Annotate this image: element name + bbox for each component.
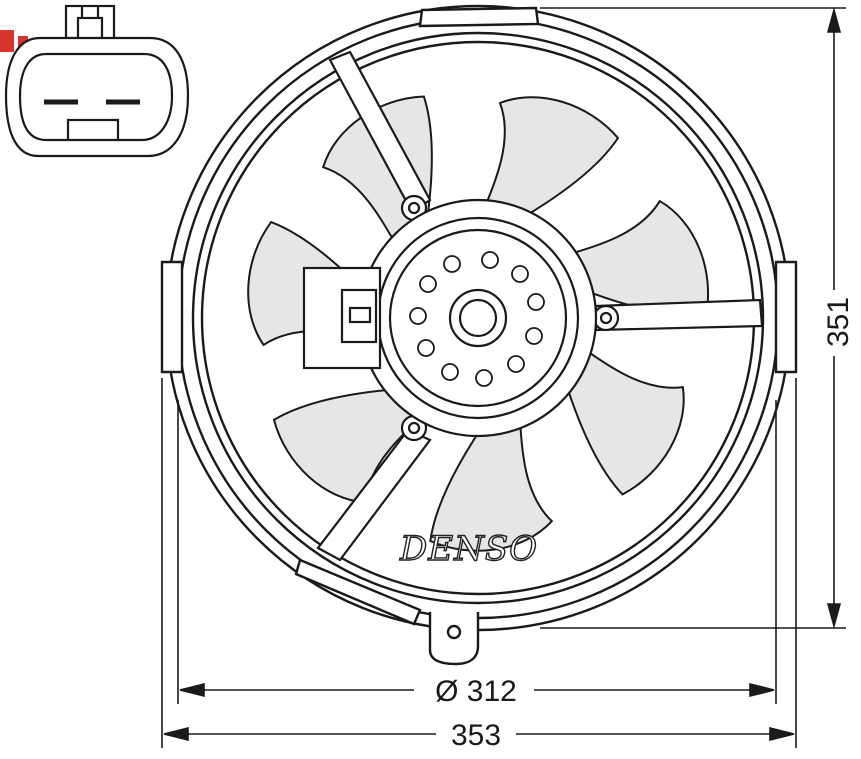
inner-diameter-label: Ø 312 [435,675,517,708]
motor-hub [302,198,598,438]
outer-width-label: 353 [451,719,501,752]
hub-holes [409,251,545,387]
brand-logo: DENSO [399,529,538,569]
height-dimension [540,6,846,630]
inner-diameter-dimension [177,400,777,704]
connector-plug-icon [4,4,190,158]
motor-struts [316,50,764,562]
outer-width-dimension [161,378,797,748]
height-dimension-label: 351 [822,297,855,347]
